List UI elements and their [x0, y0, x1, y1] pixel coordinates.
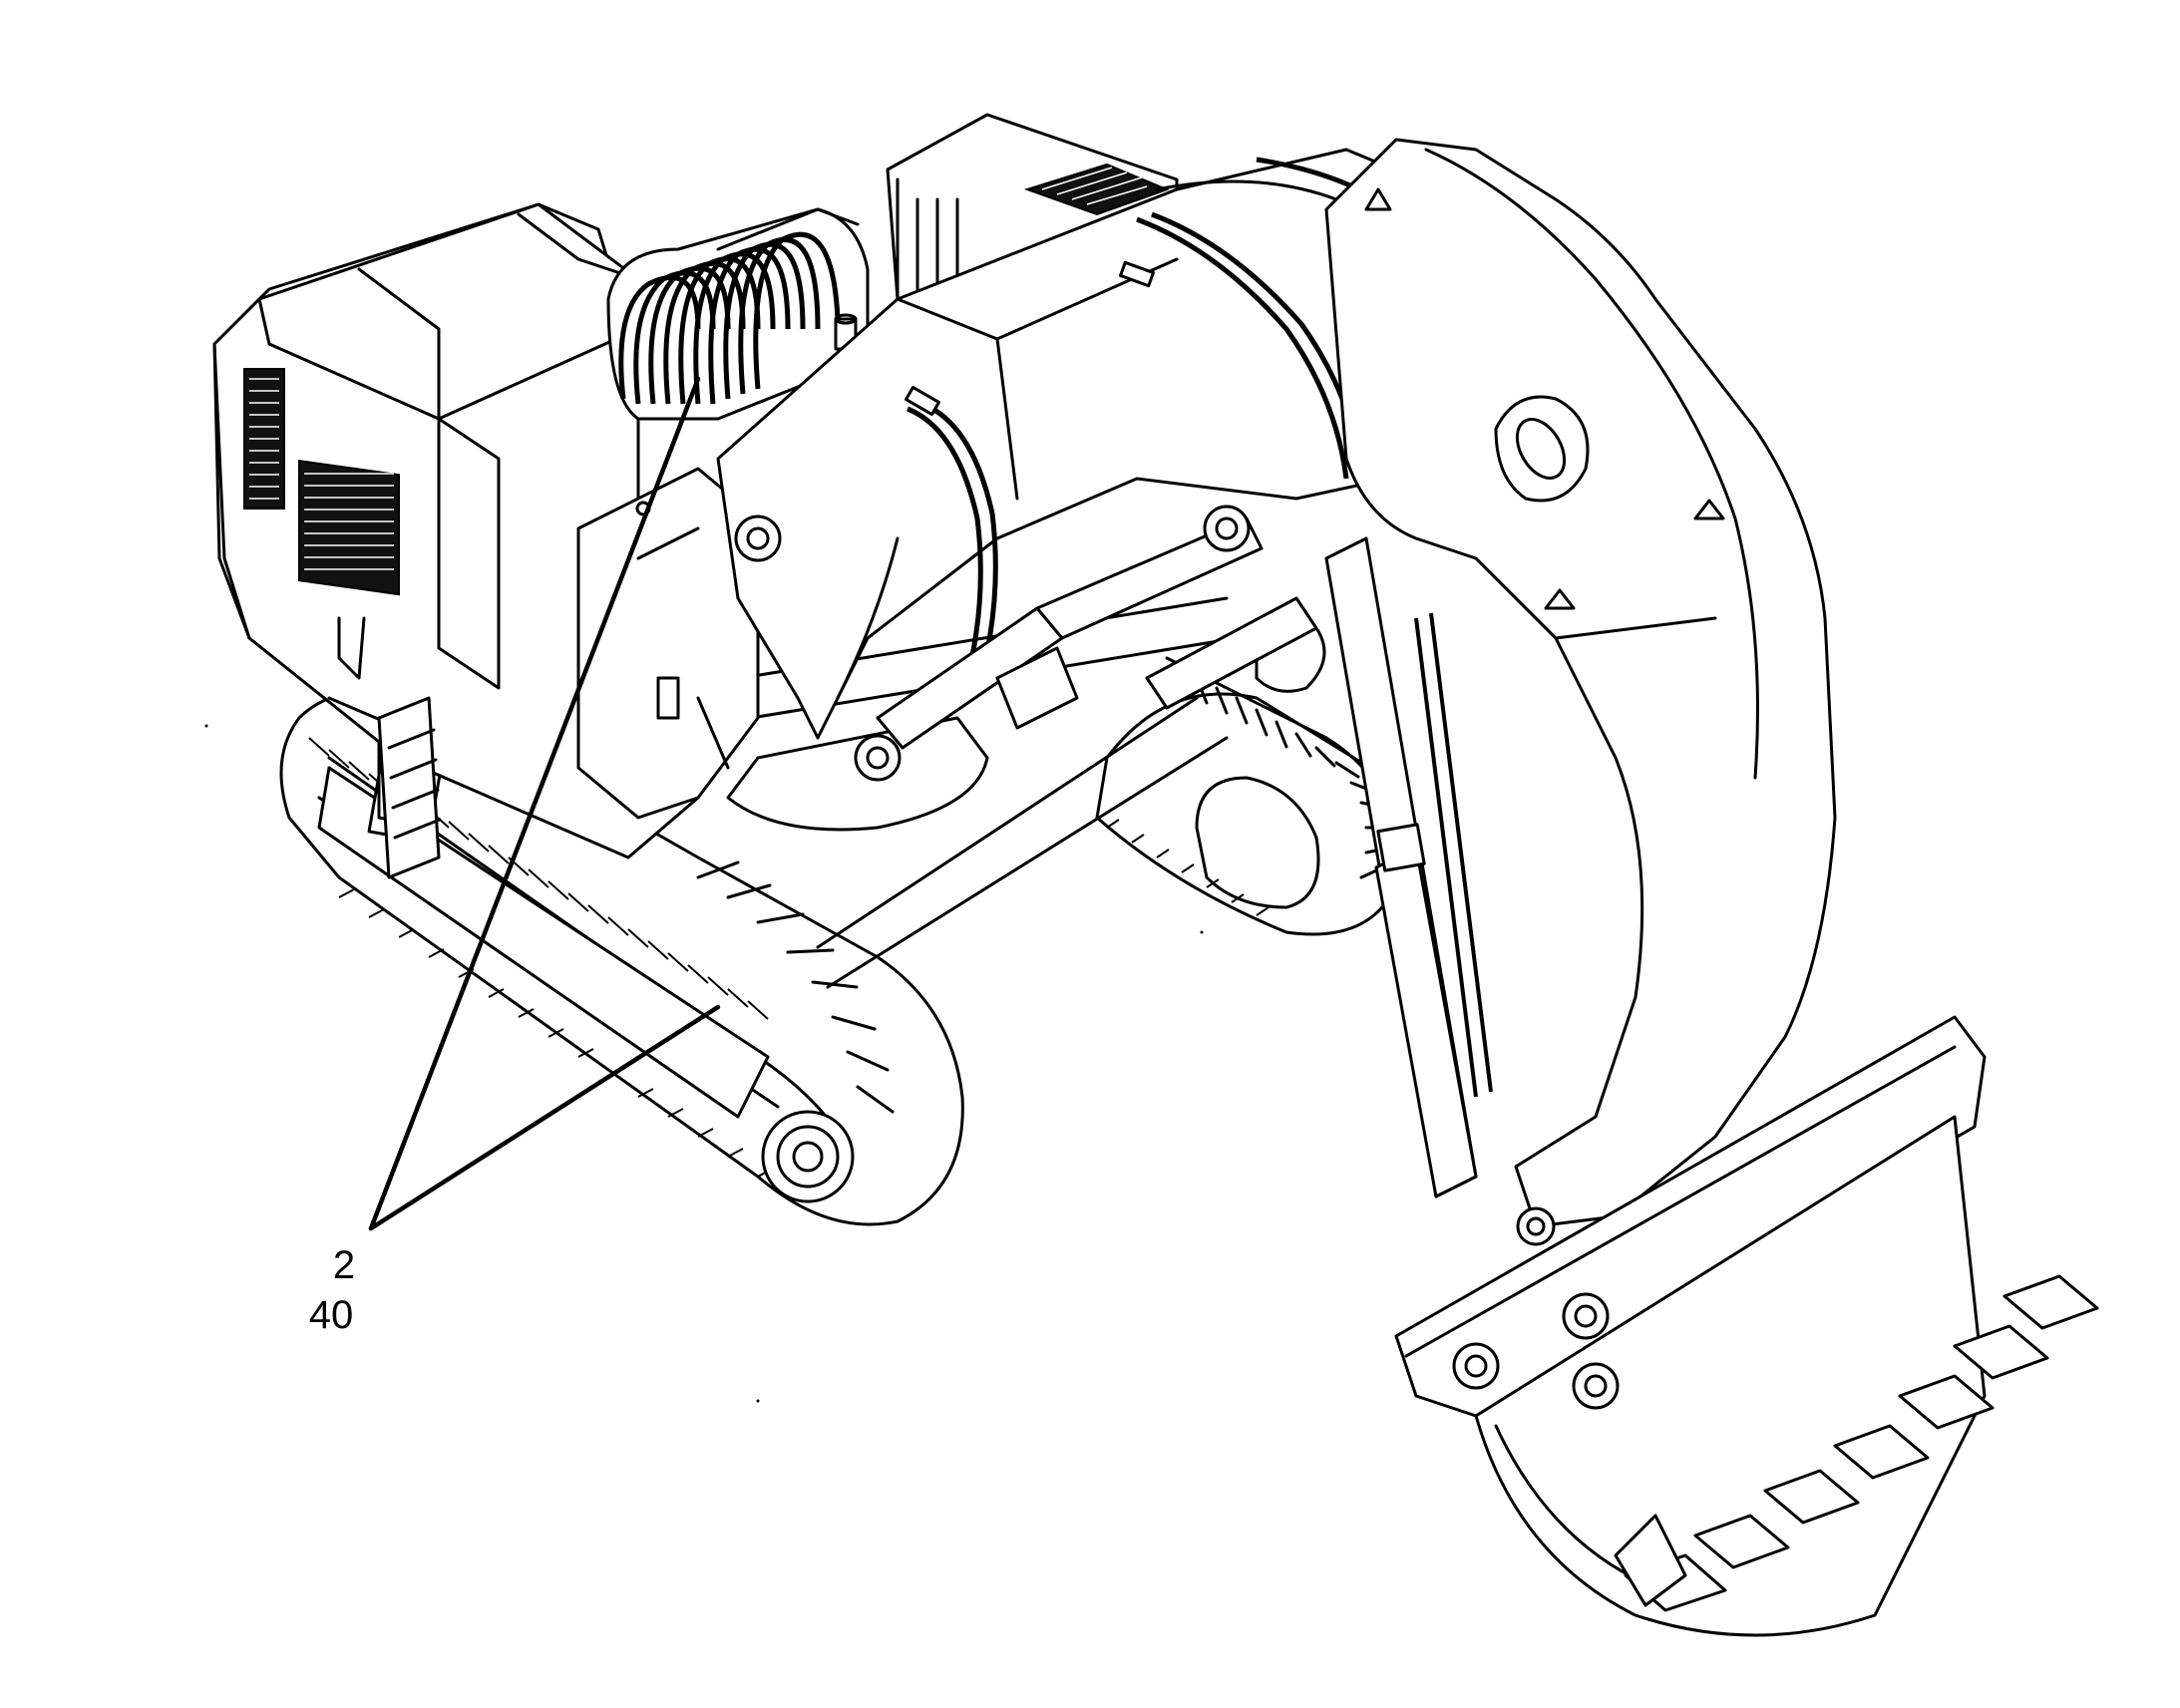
hydraulic-hose-bundle [606, 207, 870, 421]
callout-quantity: 40 [309, 1293, 354, 1337]
boom-cylinders [876, 505, 1326, 750]
callout-leaders [368, 376, 721, 1231]
scan-dot [204, 724, 208, 728]
callout-item-number: 2 [333, 1243, 355, 1287]
leader-line-to-hose-bundle [368, 376, 701, 1231]
scan-dot [756, 1399, 760, 1403]
stick-arm [1324, 138, 1837, 1228]
leader-line-to-track [368, 1004, 721, 1231]
scan-dot [1200, 930, 1204, 934]
bucket [1394, 1015, 2099, 1637]
bucket-cylinder [1324, 536, 1493, 1198]
